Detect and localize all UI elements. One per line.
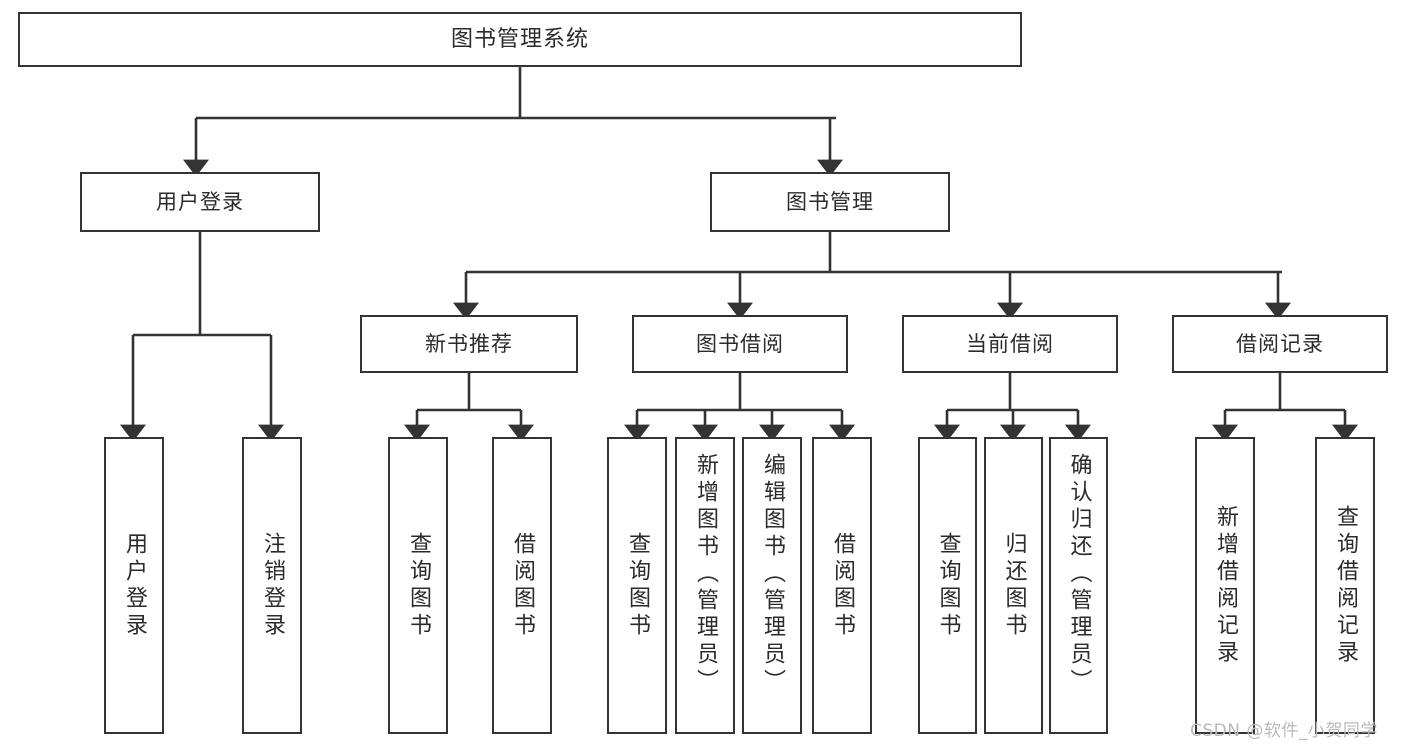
node-borrow-record[interactable]: 借阅记录 xyxy=(1172,315,1388,373)
node-leaf-book-edit-admin-label: 编辑图书（管理员） xyxy=(760,453,785,696)
node-leaf-user-login-signin-label: 用户登录 xyxy=(122,531,147,640)
node-leaf-book-add-admin[interactable]: 新增图书（管理员） xyxy=(675,437,735,734)
node-leaf-current-query[interactable]: 查询图书 xyxy=(918,437,977,734)
node-leaf-record-query-label: 查询借阅记录 xyxy=(1333,504,1358,667)
node-leaf-current-query-label: 查询图书 xyxy=(935,531,961,640)
node-new-book-recommend-label: 新书推荐 xyxy=(425,331,513,356)
node-leaf-record-add-label: 新增借阅记录 xyxy=(1213,504,1238,667)
node-leaf-user-login-signout-label: 注销登录 xyxy=(260,531,285,640)
node-new-book-recommend[interactable]: 新书推荐 xyxy=(360,315,578,373)
node-user-login[interactable]: 用户登录 xyxy=(80,172,320,232)
node-book-borrow-label: 图书借阅 xyxy=(696,331,784,356)
node-book-management-label: 图书管理 xyxy=(786,189,874,214)
node-current-borrow[interactable]: 当前借阅 xyxy=(902,315,1118,373)
node-book-management[interactable]: 图书管理 xyxy=(710,172,950,232)
node-borrow-record-label: 借阅记录 xyxy=(1236,331,1324,356)
node-root-system[interactable]: 图书管理系统 xyxy=(18,12,1022,67)
node-leaf-book-edit-admin[interactable]: 编辑图书（管理员） xyxy=(742,437,802,734)
node-leaf-current-return-label: 归还图书 xyxy=(1001,531,1027,640)
node-leaf-confirm-return-admin-label: 确认归还（管理员） xyxy=(1066,453,1092,696)
node-leaf-user-login-signin[interactable]: 用户登录 xyxy=(104,437,164,734)
node-leaf-book-borrow-query[interactable]: 查询图书 xyxy=(607,437,667,734)
node-leaf-book-add-admin-label: 新增图书（管理员） xyxy=(693,453,718,696)
node-leaf-record-query[interactable]: 查询借阅记录 xyxy=(1315,437,1375,734)
node-leaf-confirm-return-admin[interactable]: 确认归还（管理员） xyxy=(1049,437,1108,734)
node-leaf-record-add[interactable]: 新增借阅记录 xyxy=(1195,437,1255,734)
node-leaf-new-book-borrow-label: 借阅图书 xyxy=(510,531,535,640)
node-leaf-book-borrow-query-label: 查询图书 xyxy=(625,531,650,640)
node-leaf-new-book-query[interactable]: 查询图书 xyxy=(388,437,448,734)
node-leaf-new-book-query-label: 查询图书 xyxy=(406,531,431,640)
node-leaf-user-login-signout[interactable]: 注销登录 xyxy=(242,437,302,734)
node-current-borrow-label: 当前借阅 xyxy=(966,331,1054,356)
node-root-system-label: 图书管理系统 xyxy=(450,26,589,52)
node-book-borrow[interactable]: 图书借阅 xyxy=(632,315,848,373)
node-user-login-label: 用户登录 xyxy=(156,189,244,214)
node-leaf-book-borrow-action-label: 借阅图书 xyxy=(830,531,855,640)
watermark: CSDN @软件_小贺同学 xyxy=(1190,721,1378,741)
node-leaf-book-borrow-action[interactable]: 借阅图书 xyxy=(812,437,872,734)
node-leaf-current-return[interactable]: 归还图书 xyxy=(984,437,1043,734)
node-leaf-new-book-borrow[interactable]: 借阅图书 xyxy=(492,437,552,734)
